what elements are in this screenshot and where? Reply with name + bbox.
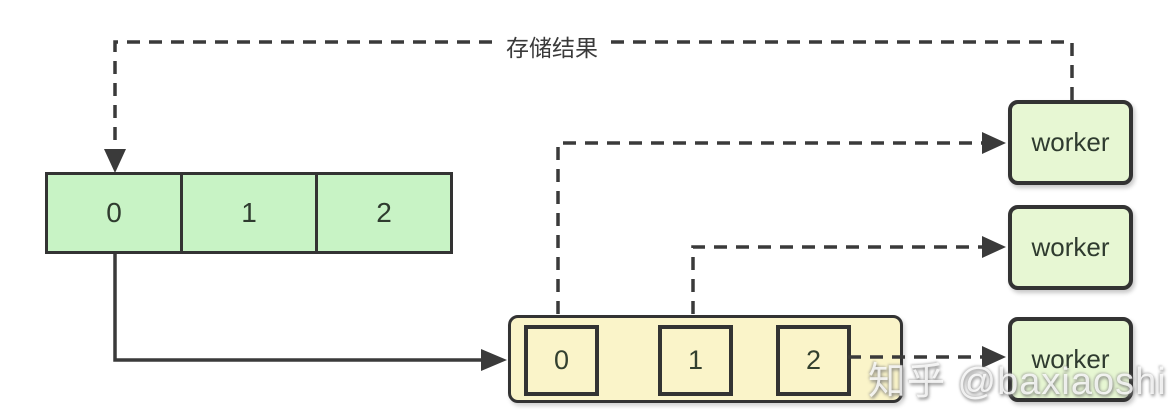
queue0-to-worker1-connector <box>556 141 982 314</box>
worker-label-2: worker <box>1031 232 1110 262</box>
arrowhead-into-worker1 <box>982 132 1006 154</box>
array-cell-1: 1 <box>183 175 318 251</box>
worker-label-3: worker <box>1031 344 1110 374</box>
store-result-label: 存储结果 <box>501 29 603 63</box>
queue1-to-worker2-connector <box>691 245 982 314</box>
result-array: 0 1 2 <box>45 172 453 254</box>
queue-cell-2: 2 <box>776 325 851 396</box>
queue-cell-1: 1 <box>658 325 733 396</box>
arrowhead-into-worker2 <box>982 236 1006 258</box>
worker-box-2: worker <box>1008 205 1133 290</box>
task-queue: 0 1 2 <box>508 315 903 403</box>
arrowhead-into-queue <box>481 349 507 371</box>
worker-label-1: worker <box>1031 127 1110 157</box>
worker-box-1: worker <box>1008 100 1133 185</box>
array-cell-2: 2 <box>376 197 392 228</box>
array-to-queue-connector <box>113 254 481 362</box>
arrowhead-into-worker3 <box>982 346 1006 368</box>
worker-box-3: worker <box>1008 317 1133 402</box>
array-cell-0: 0 <box>48 175 183 251</box>
queue-cell-0: 0 <box>524 325 599 396</box>
arrowhead-down-into-array <box>104 149 126 173</box>
